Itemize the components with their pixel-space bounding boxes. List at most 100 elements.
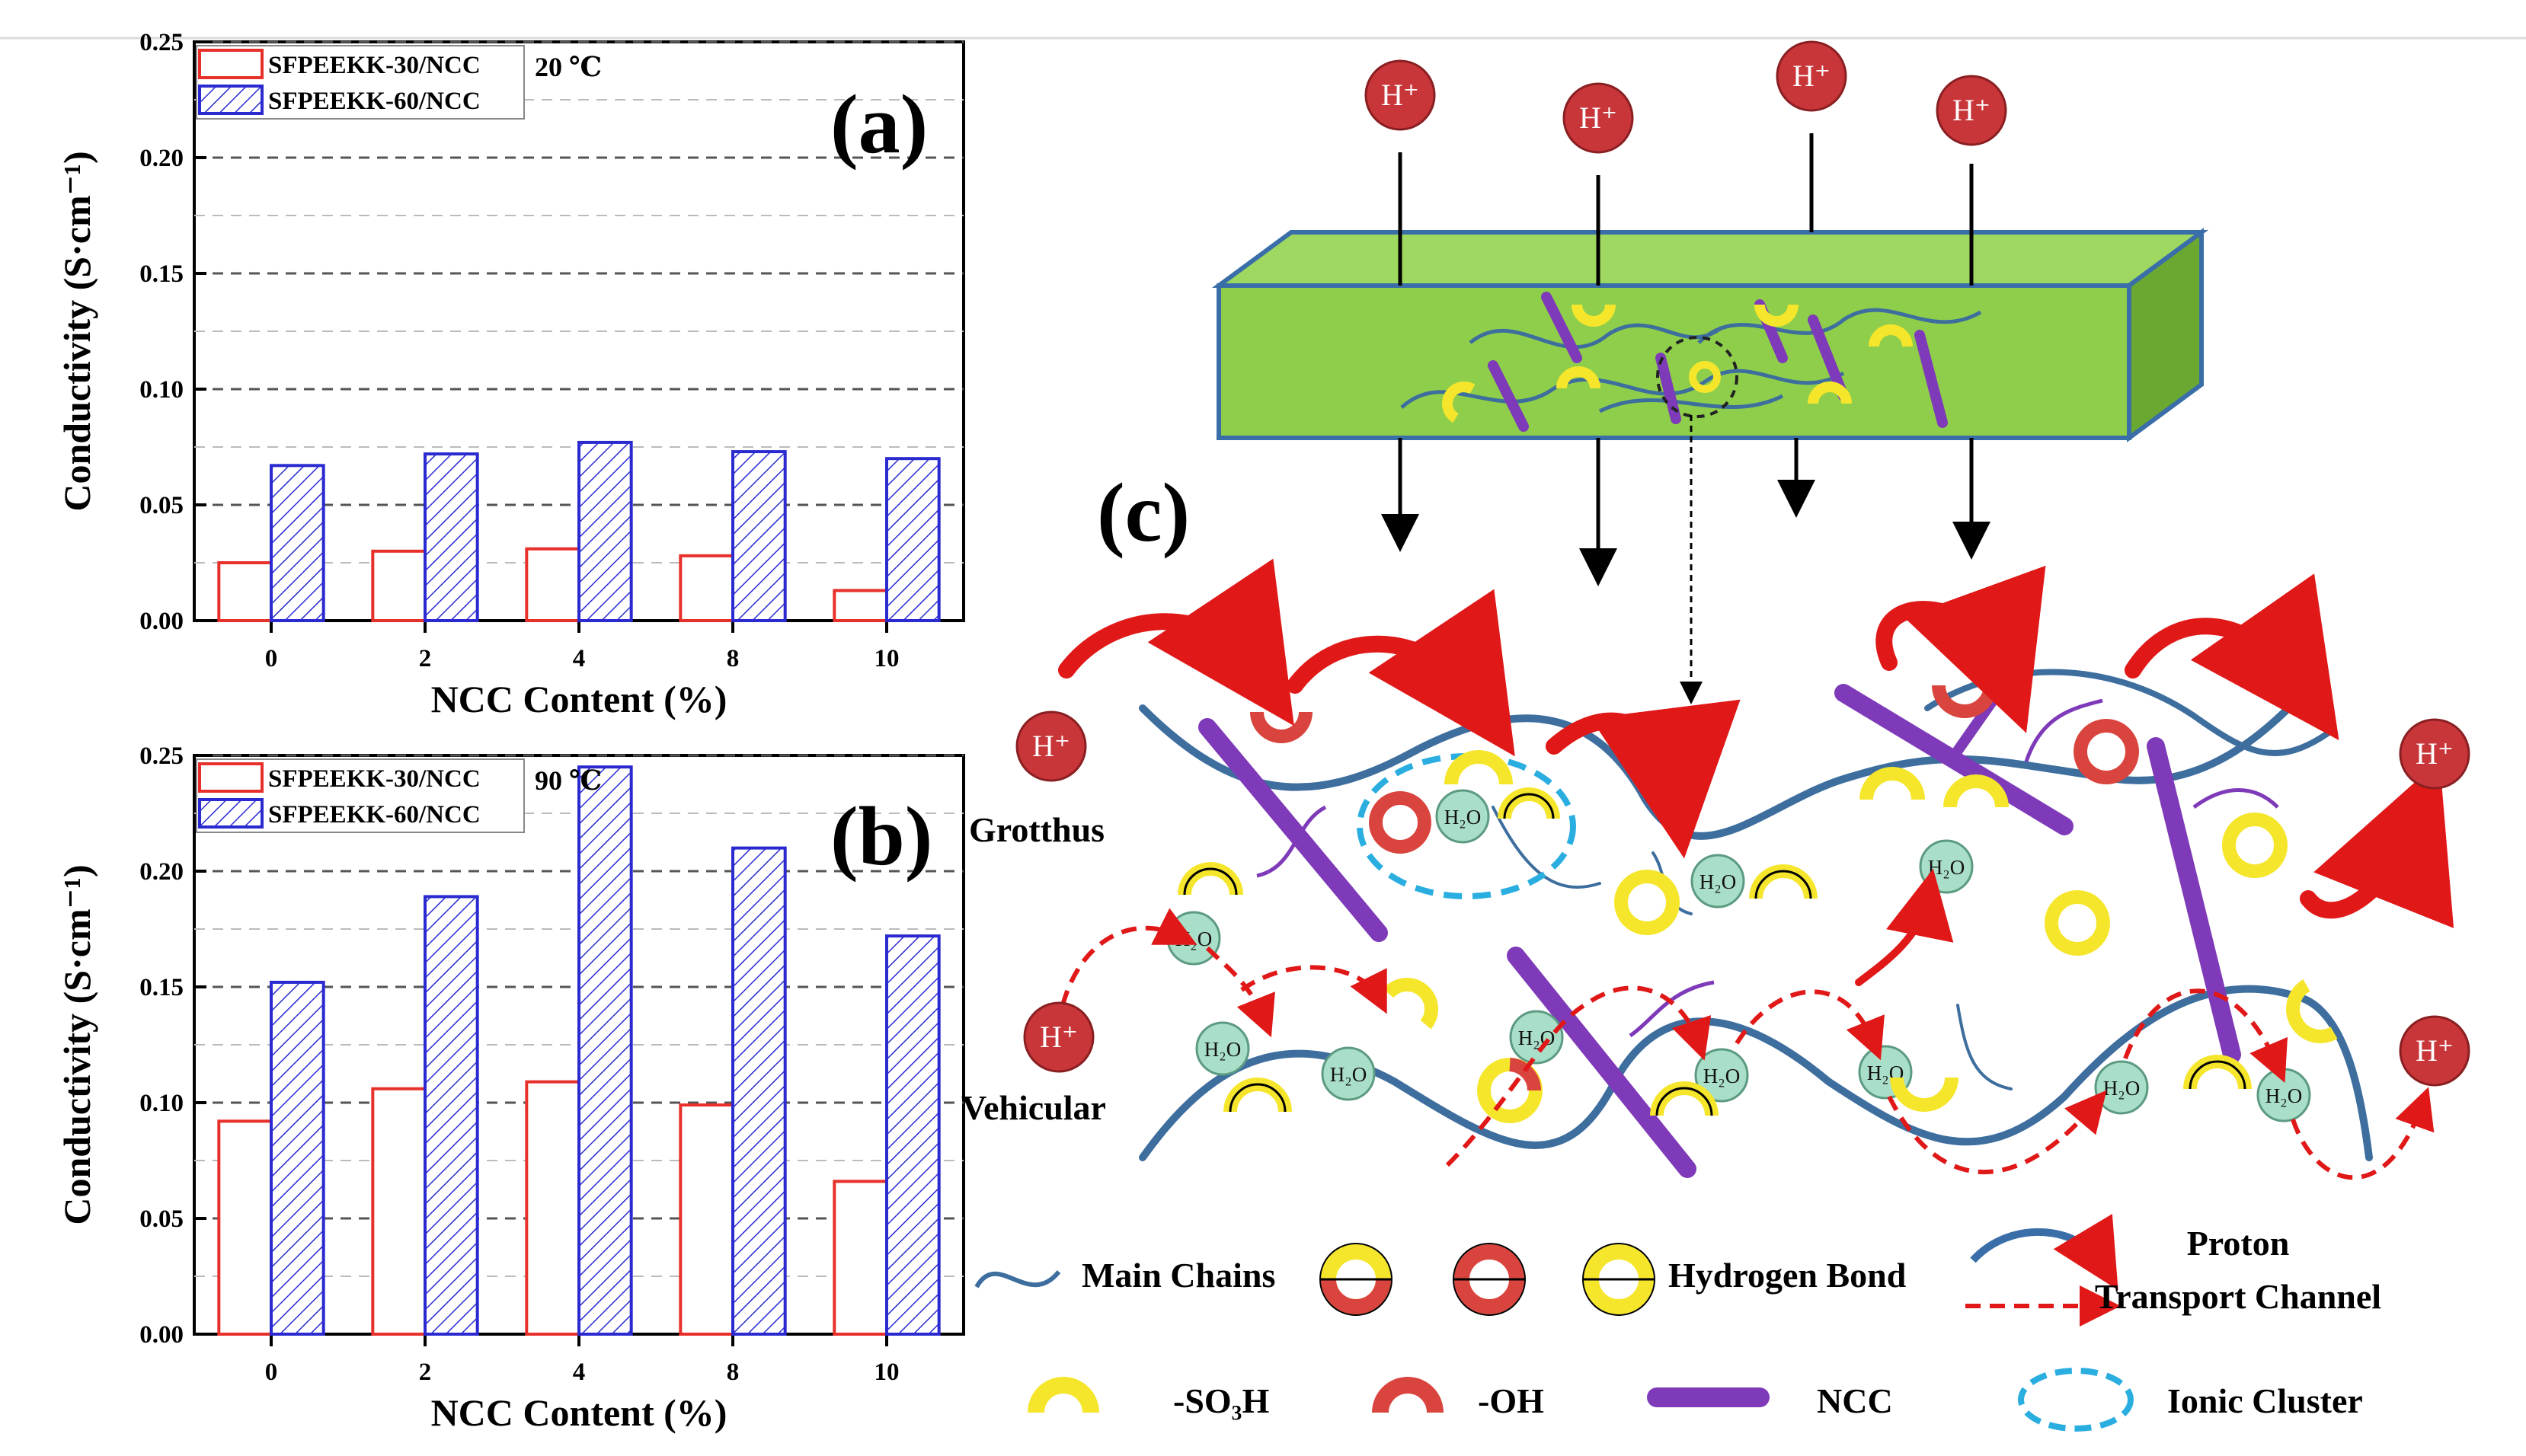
y-tick-label: 0.10 [139,376,184,404]
y-tick-label: 0.00 [139,608,184,635]
x-tick-label: 10 [875,645,900,672]
y-ticks-a: 0.000.050.100.150.200.25 [139,29,206,635]
y-tick-label: 0.25 [139,29,184,56]
y-tick-label: 0.20 [139,858,184,886]
legend-swatch-a-1 [198,49,264,79]
hydrogen-bond-legend-icon [1319,1243,1655,1316]
x-tick-label: 4 [573,645,586,672]
bar-a-s1-c5 [833,589,888,622]
svg-text:H₂O: H₂O [1204,1038,1241,1061]
panel-label-b: (b) [830,790,932,883]
hydrogen-bond-ring-icon [1369,719,2288,1123]
oh-legend-icon [1372,1377,1444,1413]
bar-a-s2-c5 [885,457,941,623]
vehicular-label: Vehicular [961,1088,1106,1127]
x-tick-label: 8 [727,645,740,672]
legend-oh: -OH [1478,1381,1544,1420]
svg-text:H₂O: H₂O [1518,1027,1555,1049]
legend-ncc: NCC [1817,1381,1893,1420]
y-ticks-b: 0.00 0.05 0.10 0.15 0.20 0.25 [139,742,206,1349]
bar-b-s1-c4 [679,1103,735,1336]
legend-a: SFPEEKK-30/NCC SFPEEKK-60/NCC [196,45,525,120]
svg-text:H⁺: H⁺ [1040,1020,1078,1054]
legend-swatch-b-1 [198,762,264,793]
panel-label-a: (a) [830,78,928,171]
bar-a-s1-c4 [679,554,735,623]
bar-b-s2-c3 [577,765,633,1336]
grotthus-label: Grotthus [969,810,1105,849]
x-tick-label: 10 [875,1359,900,1386]
bar-b-s1-c3 [525,1080,581,1336]
y-tick-label: 0.25 [139,742,184,770]
legend-label-a-1: SFPEEKK-30/NCC [268,52,481,79]
bar-b-s2-c1 [270,980,325,1336]
legend-main-chains: Main Chains [1082,1256,1275,1295]
svg-text:H₂O: H₂O [2103,1077,2140,1100]
bar-a-s2-c1 [270,464,325,622]
y-tick-label: 0.15 [139,260,184,288]
x-tick-label: 2 [419,1359,432,1386]
svg-text:H⁺: H⁺ [1381,78,1419,112]
flow-arrows [1381,133,1990,704]
svg-text:H⁺: H⁺ [2416,1033,2454,1068]
svg-text:H⁺: H⁺ [2416,736,2454,771]
y-tick-label: 0.10 [139,1090,184,1117]
legend-transport-channel: Transport Channel [2095,1277,2381,1316]
ncc-rods [1198,680,2241,1178]
water-molecule-icon: H₂O H₂O H₂O H₂O H₂O H₂O H₂O H₂O H₂O H₂O … [1166,789,2311,1122]
svg-text:H⁺: H⁺ [1579,101,1617,135]
svg-text:H⁺: H⁺ [1792,59,1831,93]
so3h-legend-icon [1028,1377,1099,1413]
x-ticks-a: 0 2 4 8 10 [265,621,900,672]
svg-text:H₂O: H₂O [2265,1084,2302,1107]
legend-swatch-b-2 [198,798,264,829]
bar-a-s1-c2 [371,549,427,622]
y-tick-label: 0.15 [139,974,184,1001]
proton-channel-legend-icon [1970,1213,2118,1291]
legend-b: SFPEEKK-30/NCC SFPEEKK-60/NCC [196,758,525,833]
x-tick-label: 0 [265,1359,278,1386]
proton-icon: H⁺ H⁺ H⁺ H⁺ [1364,40,2007,154]
legend-label-a-2: SFPEEKK-60/NCC [268,88,481,115]
x-tick-label: 2 [419,645,432,672]
panel-label-c: (c) [1097,466,1190,559]
proton-transport-diagram: H⁺ H⁺ H⁺ H⁺ (c) [961,40,2470,1432]
x-tick-label: 8 [727,1359,740,1386]
legend-label-b-2: SFPEEKK-60/NCC [268,801,481,829]
x-tick-label: 0 [265,645,278,672]
x-axis-label-a: NCC Content (%) [431,678,727,720]
y-tick-label: 0.05 [139,1205,184,1233]
ncc-rod-membrane [1541,292,1582,363]
legend-swatch-a-2 [198,85,264,115]
svg-text:H₂O: H₂O [1444,806,1481,829]
bar-a-s1-c1 [217,561,273,622]
y-axis-label-b: Conductivity (S·cm⁻¹) [56,864,98,1225]
svg-text:H₂O: H₂O [1330,1063,1367,1086]
membrane-block [1211,228,2209,442]
bars-a [217,440,941,623]
y-tick-label: 0.20 [139,145,184,172]
svg-text:H₂O: H₂O [1699,870,1736,893]
bar-a-s2-c2 [424,452,479,622]
legend-label-b-1: SFPEEKK-30/NCC [268,765,481,793]
legend-ionic-cluster: Ionic Cluster [2167,1381,2363,1420]
bar-b-s1-c1 [217,1119,273,1336]
x-axis-label-b: NCC Content (%) [431,1391,727,1434]
bar-b-s2-c5 [885,934,941,1336]
bar-a-s2-c3 [577,440,633,622]
svg-text:H₂O: H₂O [1703,1065,1740,1087]
bar-a-s2-c4 [731,450,787,623]
bar-b-s1-c5 [833,1180,888,1336]
vehicular-arrows [1060,908,2435,1180]
legend-so3h: -SO₃H [1173,1381,1269,1420]
y-axis-label-a: Conductivity (S·cm⁻¹) [56,151,98,511]
y-tick-label: 0.00 [139,1321,184,1349]
temperature-label-a: 20 ℃ [535,52,602,82]
bar-b-s2-c4 [731,846,787,1336]
bar-b-s1-c2 [371,1087,427,1336]
svg-text:H₂O: H₂O [1928,856,1965,879]
bar-a-s1-c3 [525,547,581,623]
